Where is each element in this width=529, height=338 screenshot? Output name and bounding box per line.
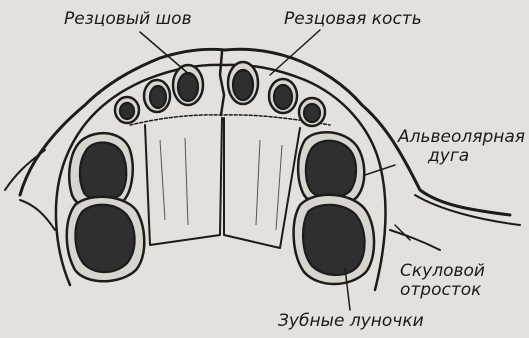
incisor [150, 86, 166, 108]
palate-left [145, 118, 222, 245]
label-incisive-bone: Резцовая кость [284, 10, 422, 29]
palate-shading [256, 140, 260, 225]
palate-shading [160, 140, 165, 220]
molar [75, 205, 134, 272]
palate-right [224, 118, 300, 248]
zygomatic-process-left [5, 150, 55, 230]
incisor [178, 73, 198, 101]
canine [304, 104, 320, 122]
molar [303, 205, 365, 275]
molar [306, 141, 356, 198]
canine [120, 103, 134, 119]
label-incisive-suture: Резцовый шов [64, 10, 192, 29]
palate-shading [185, 138, 188, 225]
incisor [233, 70, 253, 100]
molar [80, 143, 126, 201]
label-alveolar-arch: Альвеолярная дуга [398, 128, 525, 166]
label-dental-alveoli: Зубные луночки [278, 312, 424, 331]
incisive-suture-line [220, 52, 224, 115]
palate-shading [276, 145, 282, 230]
label-zygomatic-process: Скуловой отросток [400, 262, 485, 300]
zygomatic-process-right [390, 195, 520, 250]
incisor [274, 85, 292, 109]
